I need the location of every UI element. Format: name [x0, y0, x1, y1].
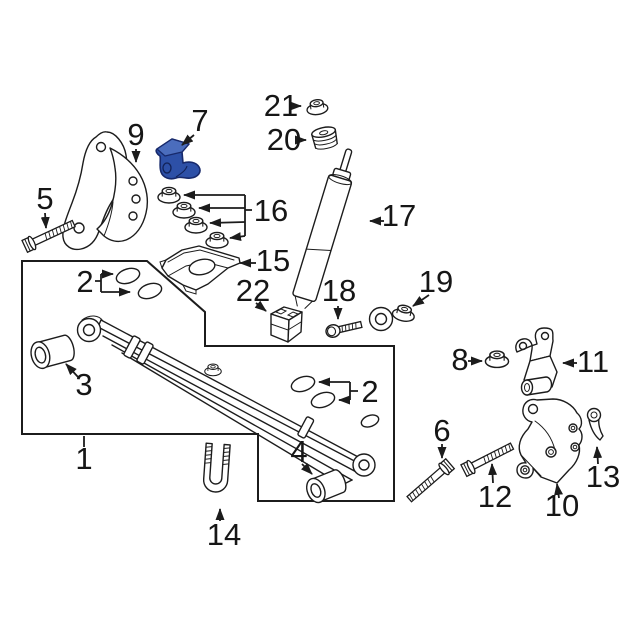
spring-retainer-clip-highlighted — [155, 138, 201, 180]
spring-liner-installed — [360, 414, 380, 428]
shock-upper-bushing — [311, 126, 338, 150]
callout-18: 18 — [322, 273, 356, 308]
callout-22: 22 — [236, 273, 270, 308]
callout-8: 8 — [451, 342, 468, 377]
callout-11: 11 — [577, 344, 609, 379]
u-bolt — [202, 442, 231, 493]
callout-16: 16 — [254, 193, 288, 228]
assembly-outline-box — [21, 260, 395, 502]
spring-seat-plate — [159, 245, 241, 295]
support-bracket — [516, 398, 583, 484]
front-bushing — [30, 334, 75, 370]
shackle-bracket — [515, 327, 558, 396]
shock-upper-nut — [305, 97, 330, 117]
callout-10: 10 — [545, 488, 579, 523]
callout-2-rear: 2 — [361, 374, 378, 409]
bracket-bolt-lower — [403, 457, 456, 506]
mounting-nuts-group — [157, 186, 229, 249]
callout-14: 14 — [207, 517, 241, 552]
shock-bolt-nut — [390, 302, 417, 324]
callout-7: 7 — [191, 103, 208, 138]
bumper-block — [270, 306, 303, 343]
callout-12: 12 — [478, 479, 512, 514]
callout-6: 6 — [433, 413, 450, 448]
shock-lower-bolt — [325, 320, 363, 338]
center-bolt-nut — [204, 363, 222, 377]
callout-13: 13 — [586, 459, 620, 494]
callout-5: 5 — [36, 181, 53, 216]
callout-leader-lines — [40, 101, 603, 521]
callout-1: 1 — [75, 441, 92, 476]
bracket-bolt-long — [459, 439, 516, 478]
spring-tip-liners — [115, 267, 336, 409]
shock-absorber — [292, 148, 394, 332]
callout-20: 20 — [267, 122, 301, 157]
spacer-link — [586, 407, 604, 441]
callout-19: 19 — [419, 264, 453, 299]
shackle-nut — [484, 350, 510, 369]
front-hanger-bracket — [62, 131, 149, 251]
callout-21: 21 — [264, 88, 298, 123]
callout-labels: 1 2 2 3 4 5 6 7 8 9 10 11 12 13 14 15 16… — [36, 88, 620, 552]
callout-17: 17 — [382, 198, 416, 233]
callout-15: 15 — [256, 243, 290, 278]
leaf-spring — [76, 315, 380, 486]
callout-4: 4 — [290, 434, 307, 469]
callout-2-front: 2 — [76, 264, 93, 299]
callout-3: 3 — [75, 367, 92, 402]
rear-bushing — [306, 469, 347, 504]
callout-9: 9 — [127, 117, 144, 152]
